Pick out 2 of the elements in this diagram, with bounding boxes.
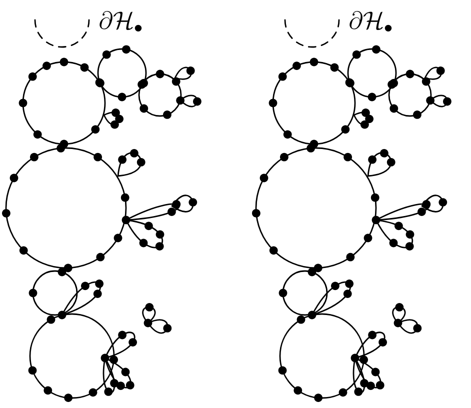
math-label: $\partial\mathcal{H}_\bullet$: [350, 11, 392, 32]
math-label: $\partial\mathcal{H}_\bullet$: [100, 11, 142, 32]
